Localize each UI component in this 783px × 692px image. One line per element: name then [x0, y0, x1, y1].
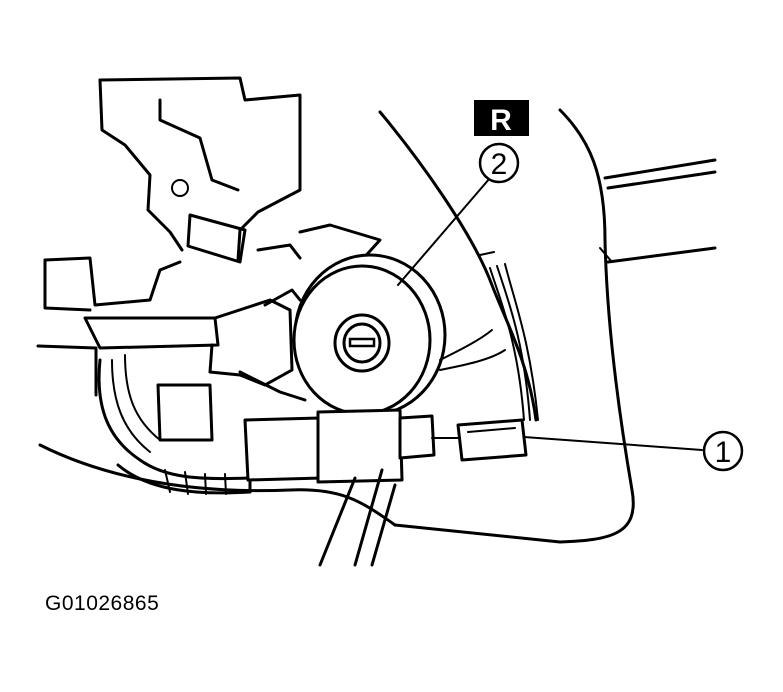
callout-1: 1 — [702, 430, 744, 472]
r-badge-label: R — [490, 104, 512, 137]
callout-2-number: 2 — [491, 148, 508, 181]
wire-harness-left — [97, 354, 252, 495]
dash-panel-outline — [38, 108, 717, 567]
callout-2: 2 — [478, 142, 520, 184]
wire-harness-right — [378, 110, 539, 422]
key-cylinder-face — [292, 253, 447, 417]
switch-connectors — [243, 408, 528, 484]
steering-column-housing — [36, 76, 302, 397]
r-badge: R — [474, 100, 529, 137]
figure-id-label: G01026865 — [45, 592, 160, 615]
callout-2-leader — [397, 177, 491, 286]
callout-1-leader — [523, 436, 703, 451]
callout-1-number: 1 — [715, 436, 732, 469]
key-cylinder-body — [156, 223, 382, 442]
